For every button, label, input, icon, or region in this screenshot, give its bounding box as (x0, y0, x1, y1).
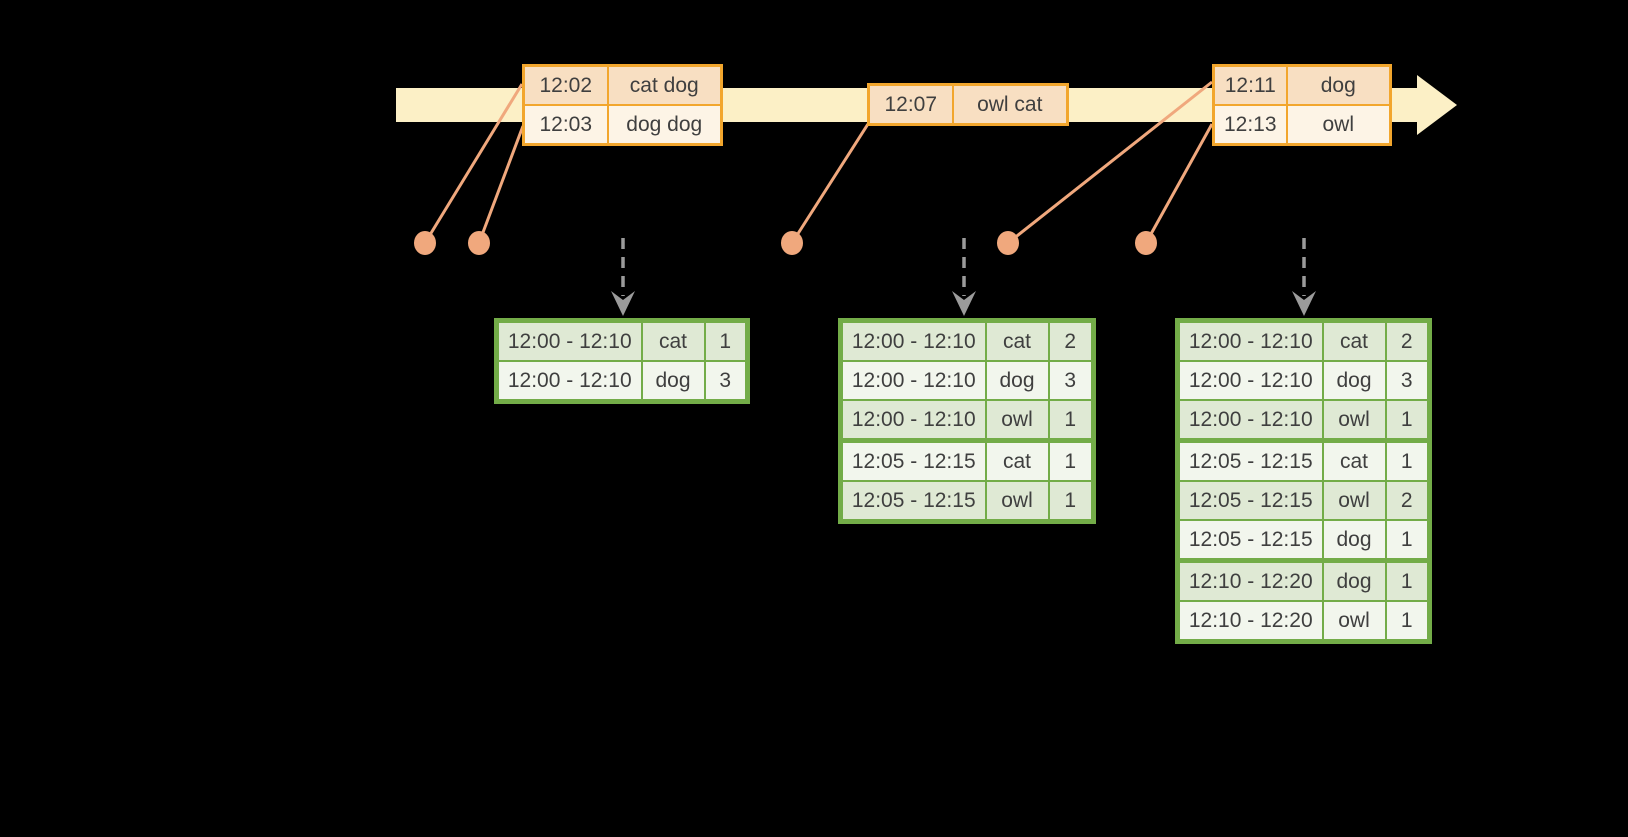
event-connector-dot-icon (468, 231, 490, 255)
count-cell: 1 (1384, 438, 1431, 482)
window-cell: 12:10 - 12:20 (1176, 600, 1324, 643)
time-cell: 12:02 (522, 64, 609, 106)
event-connector-dot-icon (414, 231, 436, 255)
event-connector-line (1007, 80, 1213, 245)
word-cell: owl (984, 480, 1050, 523)
word-cell: owl (1321, 480, 1387, 521)
window-cell: 12:05 - 12:15 (839, 438, 987, 482)
time-cell: 12:07 (867, 83, 954, 126)
count-cell: 1 (1384, 600, 1431, 643)
word-cell: dog (984, 360, 1050, 401)
window-cell: 12:05 - 12:15 (1176, 480, 1324, 521)
words-cell: cat dog (606, 64, 723, 106)
window-cell: 12:10 - 12:20 (1176, 558, 1324, 602)
event-connector-line (423, 83, 524, 244)
word-cell: cat (640, 319, 706, 362)
event-connector-dot-icon (1135, 231, 1157, 255)
count-cell: 3 (1384, 360, 1431, 401)
words-cell: dog dog (606, 104, 723, 146)
count-cell: 2 (1384, 319, 1431, 362)
event-connector-dot-icon (997, 231, 1019, 255)
count-cell: 1 (1047, 399, 1095, 442)
count-cell: 1 (1384, 519, 1431, 562)
window-cell: 12:00 - 12:10 (1176, 319, 1324, 362)
word-cell: cat (984, 319, 1050, 362)
window-cell: 12:00 - 12:10 (839, 399, 987, 442)
count-cell: 3 (703, 360, 749, 403)
words-cell: owl (1285, 104, 1392, 146)
event-connector-line (1144, 123, 1214, 244)
trigger-arrow-icon (611, 238, 635, 316)
count-cell: 1 (1047, 480, 1095, 523)
time-cell: 12:13 (1212, 104, 1288, 146)
timeline-arrowhead-icon (1417, 75, 1457, 135)
window-cell: 12:05 - 12:15 (839, 480, 987, 523)
window-cell: 12:00 - 12:10 (839, 360, 987, 401)
word-cell: cat (1321, 319, 1387, 362)
count-cell: 1 (1384, 399, 1431, 442)
time-cell: 12:03 (522, 104, 609, 146)
word-cell: dog (1321, 519, 1387, 562)
event-connector-line (790, 123, 870, 244)
count-cell: 1 (1384, 558, 1431, 602)
words-cell: owl cat (951, 83, 1069, 126)
trigger-arrow-icon (952, 238, 976, 316)
word-cell: owl (984, 399, 1050, 442)
window-cell: 12:00 - 12:10 (495, 319, 643, 362)
event-connector-dots (414, 231, 1157, 255)
count-cell: 2 (1047, 319, 1095, 362)
event-connector-line (477, 125, 525, 244)
word-cell: owl (1321, 399, 1387, 442)
window-cell: 12:00 - 12:10 (1176, 360, 1324, 401)
window-cell: 12:00 - 12:10 (495, 360, 643, 403)
time-cell: 12:11 (1212, 64, 1288, 106)
words-cell: dog (1285, 64, 1392, 106)
word-cell: dog (1321, 360, 1387, 401)
word-cell: cat (1321, 438, 1387, 482)
trigger-arrow-icon (1292, 238, 1316, 316)
word-cell: dog (1321, 558, 1387, 602)
window-cell: 12:05 - 12:15 (1176, 519, 1324, 562)
window-cell: 12:05 - 12:15 (1176, 438, 1324, 482)
word-cell: cat (984, 438, 1050, 482)
count-cell: 1 (1047, 438, 1095, 482)
count-cell: 2 (1384, 480, 1431, 521)
count-cell: 1 (703, 319, 749, 362)
event-connector-lines (423, 80, 1214, 245)
event-connector-dot-icon (781, 231, 803, 255)
window-cell: 12:00 - 12:10 (839, 319, 987, 362)
word-cell: dog (640, 360, 706, 403)
window-cell: 12:00 - 12:10 (1176, 399, 1324, 442)
count-cell: 3 (1047, 360, 1095, 401)
word-cell: owl (1321, 600, 1387, 643)
